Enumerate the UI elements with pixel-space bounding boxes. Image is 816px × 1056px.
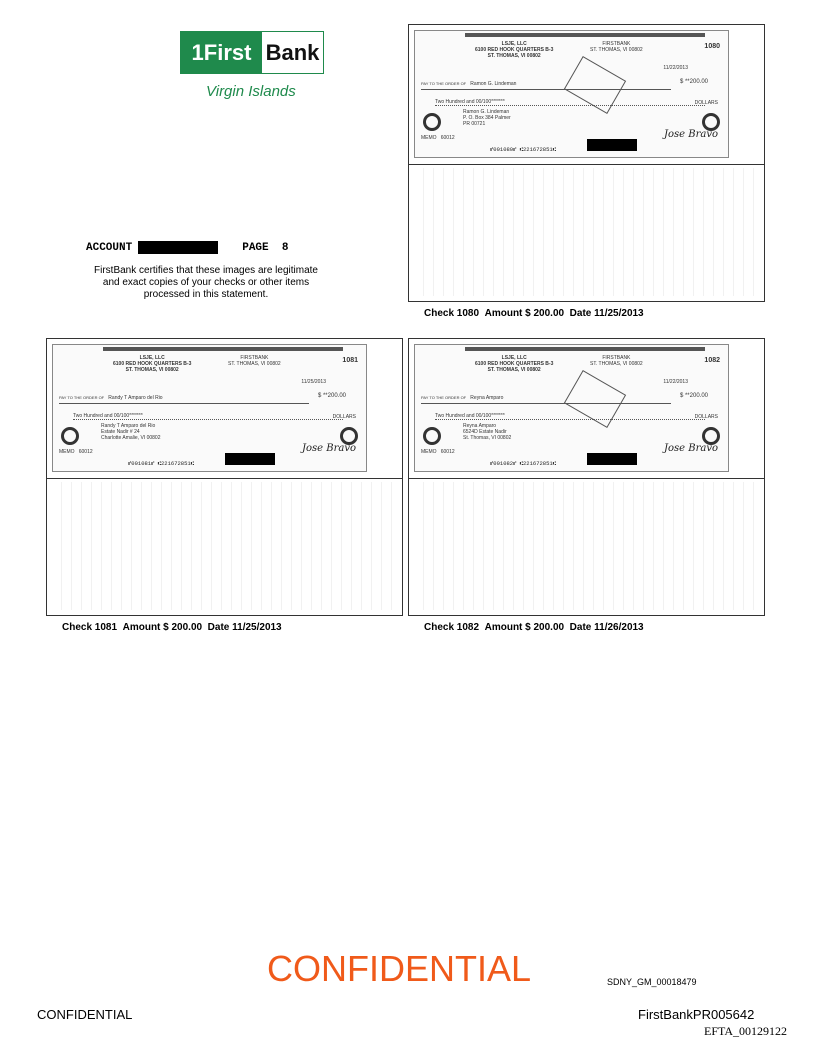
micr-line: ⑈001081⑈ ⑆221672851⑆ <box>128 460 195 467</box>
redaction <box>587 453 637 465</box>
redaction <box>138 241 219 254</box>
account-line: ACCOUNT PAGE 8 <box>86 241 288 254</box>
amount-box: $ **200.00 <box>679 393 708 399</box>
signature: Jose Bravo <box>663 129 718 140</box>
payee-name: Randy T Amparo del Rio <box>108 395 163 401</box>
check-back <box>414 168 754 296</box>
check-back <box>52 482 392 610</box>
check-date: 11/22/2013 <box>663 379 688 385</box>
micr-line: ⑈001080⑈ ⑆221672851⑆ <box>490 146 557 153</box>
page-number: 8 <box>281 241 289 254</box>
confidential-footer: CONFIDENTIAL <box>37 1007 133 1022</box>
logo-region: Virgin Islands <box>206 83 296 100</box>
check-number: 1080 <box>704 43 720 50</box>
payee-name: Reyna Amparo <box>470 395 504 401</box>
hole-icon <box>61 427 79 445</box>
confidential-stamp: CONFIDENTIAL <box>267 948 532 989</box>
efta-number: EFTA_00129122 <box>704 1024 788 1038</box>
check-caption: Check 1082 Amount $ 200.00 Date 11/26/20… <box>424 622 644 633</box>
divider <box>409 478 764 479</box>
divider <box>47 478 402 479</box>
dollars-label: DOLLARS <box>694 414 718 420</box>
check-number: 1081 <box>342 357 358 364</box>
hole-icon <box>702 427 720 445</box>
pay-label: PAY TO THE ORDER OF <box>59 395 105 400</box>
dollars-label: DOLLARS <box>332 414 356 420</box>
page-label: PAGE <box>242 241 269 254</box>
memo: MEMO 60012 <box>59 449 93 455</box>
logo-number: 1 <box>191 39 204 65</box>
pay-label: PAY TO THE ORDER OF <box>421 395 467 400</box>
payee-line: PAY TO THE ORDER OF Ramon G. Lindeman <box>421 81 671 90</box>
check-date: 11/25/2013 <box>301 379 326 385</box>
written-amount: Two Hundred and 00/100******* <box>73 413 343 420</box>
security-banner <box>465 347 705 351</box>
check-back <box>414 482 754 610</box>
signature: Jose Bravo <box>301 443 356 454</box>
written-amount: Two Hundred and 00/100******* <box>435 413 705 420</box>
bates-number: SDNY_GM_00018479 <box>607 977 697 987</box>
memo: MEMO 60012 <box>421 449 455 455</box>
written-amount: Two Hundred and 00/100******* <box>435 99 705 106</box>
dollars-label: DOLLARS <box>694 100 718 106</box>
certification-text: FirstBank certifies that these images ar… <box>94 265 318 300</box>
hole-icon <box>702 113 720 131</box>
micr-line: ⑈001082⑈ ⑆221672851⑆ <box>490 460 557 467</box>
signature: Jose Bravo <box>663 443 718 454</box>
bank-document-id: FirstBankPR005642 <box>638 1007 755 1022</box>
redaction <box>225 453 275 465</box>
redaction <box>587 139 637 151</box>
security-banner <box>465 33 705 37</box>
security-banner <box>103 347 343 351</box>
check-caption: Check 1081 Amount $ 200.00 Date 11/25/20… <box>62 622 282 633</box>
memo: MEMO 60012 <box>421 135 455 141</box>
amount-box: $ **200.00 <box>317 393 346 399</box>
amount-box: $ **200.00 <box>679 79 708 85</box>
check-number: 1082 <box>704 357 720 364</box>
hole-icon <box>423 427 441 445</box>
divider <box>409 164 764 165</box>
hole-icon <box>423 113 441 131</box>
check-caption: Check 1080 Amount $ 200.00 Date 11/25/20… <box>424 308 644 319</box>
payee-name: Ramon G. Lindeman <box>470 81 517 87</box>
pay-label: PAY TO THE ORDER OF <box>421 81 467 86</box>
hole-icon <box>340 427 358 445</box>
check-date: 11/22/2013 <box>663 65 688 71</box>
payee-line: PAY TO THE ORDER OF Randy T Amparo del R… <box>59 395 309 404</box>
logo-bank: Bank <box>265 39 320 65</box>
payee-line: PAY TO THE ORDER OF Reyna Amparo <box>421 395 671 404</box>
logo-first: First <box>203 39 252 65</box>
account-label: ACCOUNT <box>86 241 133 254</box>
